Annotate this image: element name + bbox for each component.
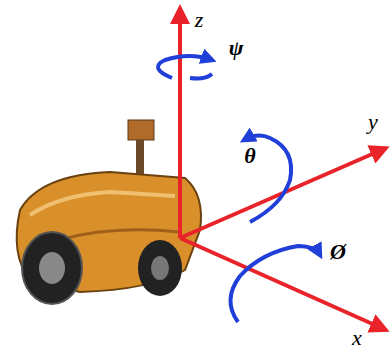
axis-label: x: [352, 327, 362, 349]
psi-rotation-tail: [190, 74, 212, 79]
rotation-label: θ: [244, 145, 255, 167]
psi-rotation-arrow: [158, 56, 212, 78]
z-axis: [178, 8, 182, 238]
axis-label: z: [195, 9, 204, 31]
rotation-label: ψ: [229, 37, 244, 59]
x-axis: [180, 238, 386, 330]
axis-label: y: [368, 111, 378, 133]
rotation-label: Ø: [330, 241, 346, 263]
phi-rotation-arrow: [230, 246, 320, 322]
robot-car: [17, 120, 201, 304]
theta-rotation-arrow: [244, 135, 291, 222]
